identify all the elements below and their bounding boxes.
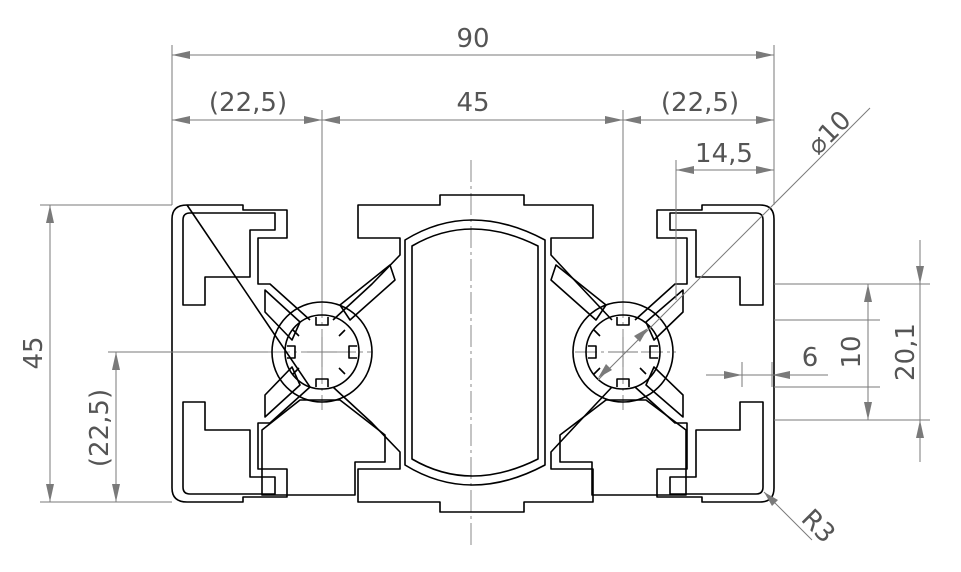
- dim-r3-label: R3: [795, 504, 841, 550]
- dim-14-5-label: 14,5: [695, 139, 753, 169]
- dim-overall-height: 45: [19, 204, 172, 503]
- dim-vertical-offset-label: (22,5): [85, 389, 115, 467]
- dim-slot: 10 20,1 6: [706, 240, 930, 462]
- dim-height-45-label: 45: [19, 336, 49, 369]
- dim-10-label: 10: [837, 335, 867, 368]
- core-hole-right: [572, 301, 674, 403]
- dim-vertical-offset: (22,5): [85, 351, 268, 502]
- dim-6-label: 6: [802, 343, 819, 373]
- dim-20-1-label: 20,1: [891, 323, 921, 381]
- dim-slot-depth: 14,5: [675, 139, 774, 300]
- dim-diameter-label: ⌀10: [802, 105, 858, 161]
- dim-hole-spacing: 45 (22,5) (22,5): [172, 88, 774, 300]
- profile-outline: [171, 194, 775, 513]
- dim-90-label: 90: [456, 24, 489, 54]
- dim-45-label: 45: [456, 88, 489, 118]
- dim-corner-radius: R3: [763, 491, 841, 550]
- dim-left-offset-label: (22,5): [209, 88, 287, 118]
- dim-right-offset-label: (22,5): [661, 88, 739, 118]
- core-hole-left: [271, 301, 373, 403]
- dim-overall-width: 90: [171, 24, 775, 205]
